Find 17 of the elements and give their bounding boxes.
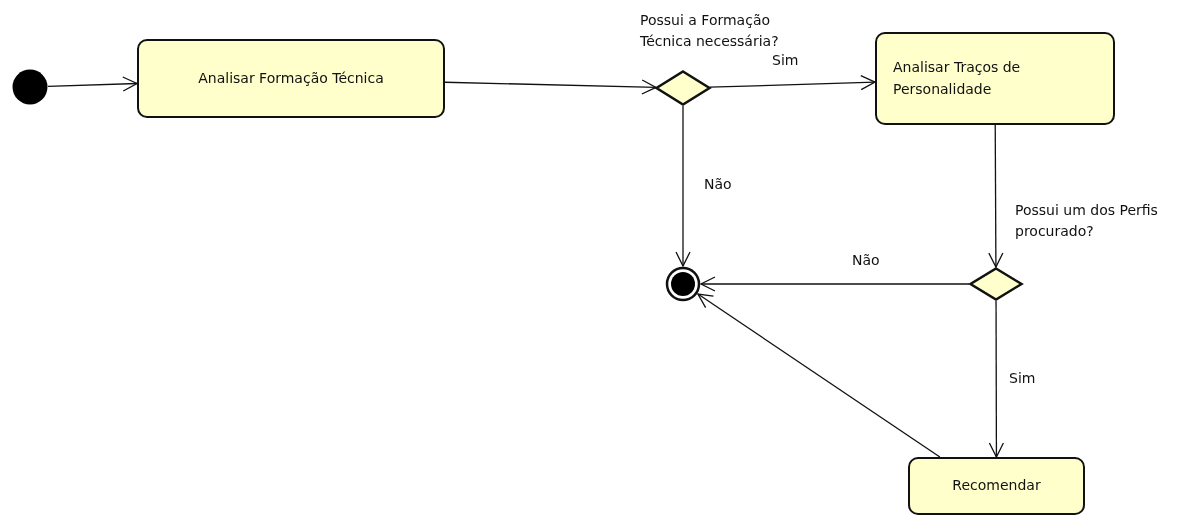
guard-condition: Possui a Formação Técnica necessária? (640, 11, 780, 51)
decision-diamond (969, 267, 1023, 301)
transition-arrow (709, 74, 876, 91)
start-node (12, 69, 48, 105)
action-box: Analisar Traços de Personalidade (875, 32, 1115, 125)
end-node (665, 266, 701, 302)
transition-arrow (988, 124, 1004, 268)
guard-condition: Possui um dos Perfis procurado? (1015, 201, 1159, 241)
transition-arrow (444, 79, 657, 95)
transition-arrow (988, 300, 1005, 458)
transition-arrow (697, 293, 941, 458)
transition-arrow (47, 76, 138, 92)
action-box: Analisar Formação Técnica (137, 39, 445, 118)
decision-diamond (655, 70, 711, 106)
transition-arrow (675, 105, 691, 267)
action-box: Recomendar (908, 457, 1085, 515)
transition-arrow (700, 276, 970, 292)
